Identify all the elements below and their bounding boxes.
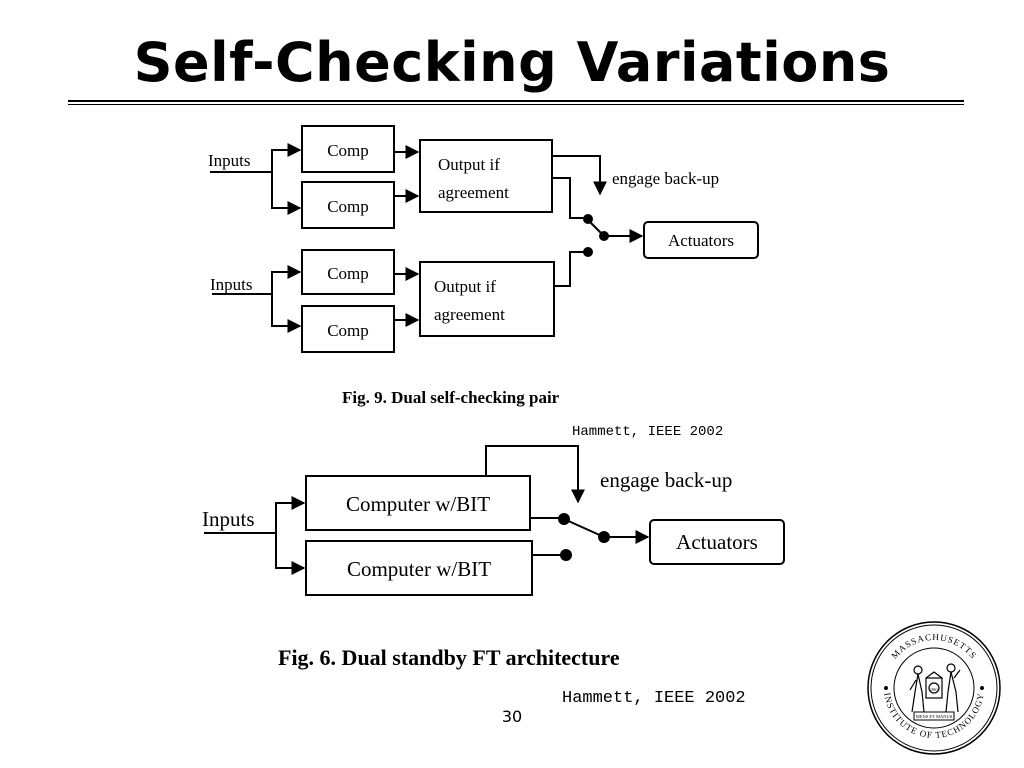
actuators-box bbox=[643, 221, 759, 259]
voter-label-line1: Output if bbox=[438, 155, 500, 174]
switch-contact bbox=[583, 247, 593, 257]
title-rule-thin bbox=[68, 104, 964, 105]
comp-box bbox=[301, 181, 395, 229]
engage-backup-label: engage back-up bbox=[612, 169, 719, 188]
figure-6-labels: Inputs Computer w/BIT Computer w/BIT eng… bbox=[202, 468, 758, 670]
switch-contact bbox=[583, 214, 593, 224]
comp-label: Comp bbox=[327, 264, 369, 283]
actuators-label: Actuators bbox=[676, 530, 758, 554]
computer-label: Computer w/BIT bbox=[347, 557, 491, 581]
computer-box bbox=[305, 475, 531, 531]
comp-label: Comp bbox=[327, 197, 369, 216]
inputs-label: Inputs bbox=[208, 151, 251, 170]
figure-9-caption: Fig. 9. Dual self-checking pair bbox=[342, 388, 560, 407]
inputs-label: Inputs bbox=[202, 507, 255, 531]
slide-title: Self-Checking Variations bbox=[133, 31, 891, 94]
figure-9-credit: Hammett, IEEE 2002 bbox=[572, 424, 723, 440]
voter-box bbox=[419, 139, 553, 213]
svg-text:1861: 1861 bbox=[930, 687, 938, 692]
figure-9-dual-self-checking-pair bbox=[210, 125, 759, 353]
page-number: 30 bbox=[501, 707, 523, 726]
figure-6-dual-standby-ft-architecture bbox=[204, 445, 785, 596]
switch-contact bbox=[558, 513, 570, 525]
inputs-label: Inputs bbox=[210, 275, 253, 294]
figure-6-credit: Hammett, IEEE 2002 bbox=[562, 689, 746, 708]
comp-label: Comp bbox=[327, 321, 369, 340]
title-rule bbox=[68, 100, 964, 102]
actuators-label: Actuators bbox=[668, 231, 734, 250]
figure-6-caption: Fig. 6. Dual standby FT architecture bbox=[278, 645, 620, 670]
figure-9-labels: Inputs Inputs Comp Comp Comp Comp Output… bbox=[208, 141, 734, 407]
voter-label-line1: Output if bbox=[434, 277, 496, 296]
comp-box bbox=[301, 125, 395, 173]
mit-seal-logo: MASSACHUSETTS INSTITUTE OF TECHNOLOGY 18… bbox=[867, 621, 1001, 755]
svg-text:MENS ET MANUS: MENS ET MANUS bbox=[916, 714, 953, 719]
comp-label: Comp bbox=[327, 141, 369, 160]
voter-label-line2: agreement bbox=[438, 183, 509, 202]
switch-contact bbox=[598, 531, 610, 543]
switch-contact bbox=[599, 231, 609, 241]
voter-box bbox=[419, 261, 555, 337]
switch-contact bbox=[560, 549, 572, 561]
actuators-box bbox=[649, 519, 785, 565]
computer-label: Computer w/BIT bbox=[346, 492, 490, 516]
computer-box bbox=[305, 540, 533, 596]
voter-label-line2: agreement bbox=[434, 305, 505, 324]
engage-backup-label: engage back-up bbox=[600, 468, 732, 492]
comp-box bbox=[301, 305, 395, 353]
comp-box bbox=[301, 249, 395, 295]
